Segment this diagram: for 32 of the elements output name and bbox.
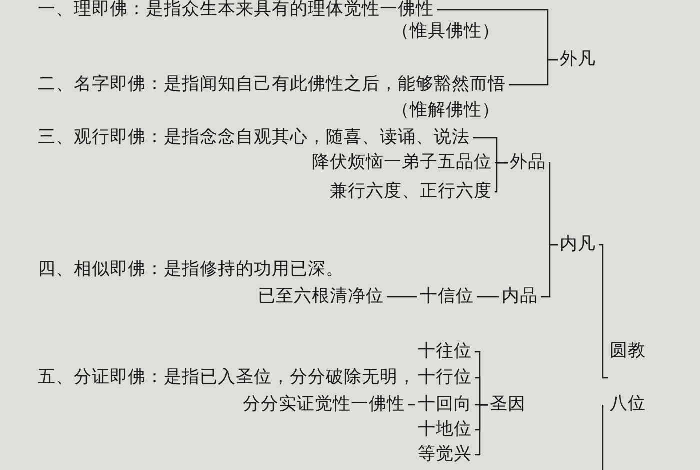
node-text: 四、相似即佛：是指修持的功用已深。: [38, 258, 344, 282]
node-text: 十地位: [418, 418, 472, 442]
bracket-line: [387, 296, 417, 298]
note-text: （惟具佛性）: [392, 20, 500, 44]
node-text: 五、分证即佛：是指已入圣位，分分破除无明，: [38, 366, 416, 390]
node-text: 外品: [510, 152, 546, 174]
node-text: 内凡: [560, 234, 596, 256]
note-text: （惟解佛性）: [392, 100, 500, 122]
node-text: 圣因: [490, 394, 526, 416]
node-text: 内品: [502, 286, 538, 308]
node-text: 一、理即佛：是指众生本来具有的理体觉性一佛性: [38, 0, 434, 22]
node-text: 兼行六度、正行六度: [330, 180, 492, 204]
bracket-line: [495, 162, 508, 193]
node-text: 十信位: [420, 286, 474, 308]
node-text: 降伏烦恼一弟子五品位: [312, 152, 492, 174]
node-text: 等觉兴: [418, 444, 472, 466]
bracket-line: [599, 244, 608, 379]
bracket-line: [509, 59, 558, 86]
node-text: 分分实证觉性一佛性: [243, 394, 405, 416]
node-text: 圆教: [610, 340, 646, 363]
bracket-line: [475, 404, 488, 456]
bracket-line: [477, 296, 499, 298]
node-text: 已至六根清净位: [258, 286, 384, 308]
node-text: 十往位: [418, 340, 472, 364]
node-text: 十回向: [418, 394, 472, 416]
node-text: 三、观行即佛：是指念念自观其心，随喜、读诵、说法: [38, 126, 470, 150]
node-text: 八位: [610, 393, 646, 416]
bracket-line: [541, 244, 558, 298]
bracket-line: [408, 404, 415, 406]
node-text: 十行位: [418, 366, 472, 390]
node-text: 外凡: [560, 48, 596, 72]
node-text: 二、名字即佛：是指闻知自己有此佛性之后，能够豁然而悟: [38, 74, 506, 96]
